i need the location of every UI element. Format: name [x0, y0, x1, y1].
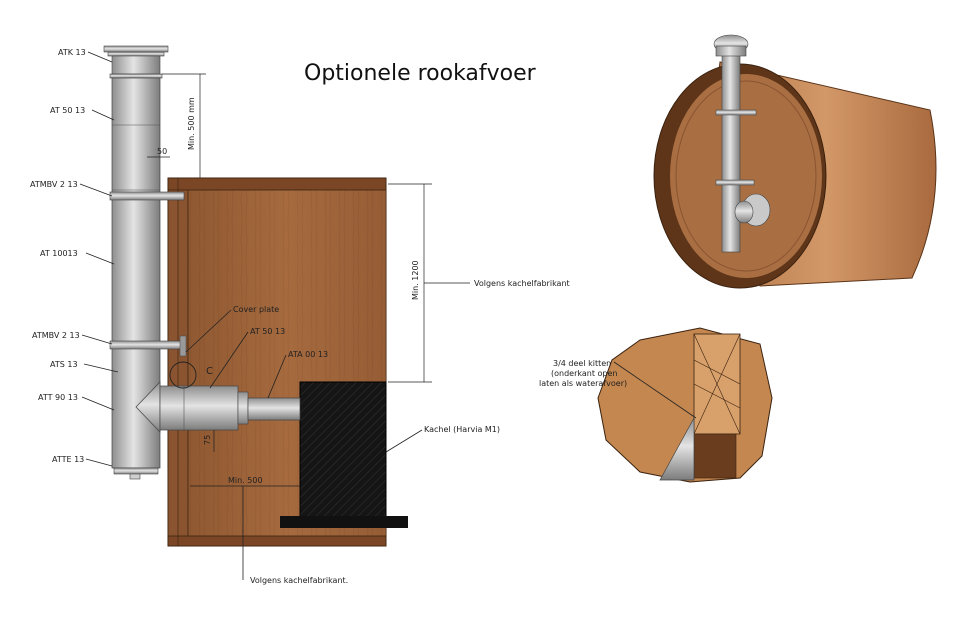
- label-cover-plate: Cover plate: [233, 305, 279, 314]
- barrel-front-face: [670, 74, 822, 278]
- detail-note-line-2: (onderkant open: [551, 369, 617, 378]
- label-ata-00-13: ATA 00 13: [288, 350, 328, 359]
- detail-note-line-3: laten als waterafvoer): [539, 379, 627, 388]
- label-volgens-kachelfabrikant-top: Volgens kachelfabrikant: [474, 279, 570, 288]
- sauna-wall-section: [167, 177, 387, 547]
- right-labels: Volgens kachelfabrikant Kachel (Harvia M…: [242, 279, 570, 585]
- label-ats-13: ATS 13: [50, 360, 78, 369]
- detail-note-line-1: 3/4 deel kitten: [553, 359, 611, 368]
- pipe-ata-adapter: [247, 397, 301, 421]
- barrel-sauna-3d: [653, 34, 937, 289]
- detail-marker-c-circle: [169, 361, 197, 389]
- pipe-labels: ATK 13 AT 50 13 ATMBV 2 13 AT 10013 ATMB…: [30, 48, 119, 467]
- stove-base: [280, 516, 408, 528]
- dim-min-500mm: Min. 500 mm: [187, 97, 196, 150]
- label-volgens-kachelfabrikant-bottom: Volgens kachelfabrikant.: [250, 576, 348, 585]
- barrel-chimney-pipe: [721, 51, 741, 253]
- label-kachel-harvia-m1: Kachel (Harvia M1): [424, 425, 500, 434]
- label-atte-13: ATTE 13: [52, 455, 84, 464]
- dim-min-1200: Min. 1200: [411, 260, 420, 300]
- page-title: Optionele rookafvoer: [304, 61, 537, 86]
- connection-pipes: [135, 361, 301, 433]
- label-atmbv-2-13-top: ATMBV 2 13: [30, 180, 78, 189]
- label-atk-13: ATK 13: [58, 48, 86, 57]
- dim-75: 75: [203, 435, 212, 445]
- dim-min-500: Min. 500: [228, 476, 263, 485]
- detail-pipe-wedge: [659, 417, 695, 481]
- wall-bottom-board: [167, 535, 387, 547]
- chimney-cap: [103, 45, 169, 53]
- label-att-90-13: ATT 90 13: [38, 393, 78, 402]
- detail-wood-block: [693, 433, 737, 479]
- dim-50: 50: [157, 147, 167, 156]
- dimension-lines: Min. 500 mm 50 Min. 1200 75 Min. 500: [147, 73, 432, 487]
- label-at-10013: AT 10013: [40, 249, 78, 258]
- label-c-marker: C: [206, 366, 213, 377]
- wall-bracket-top: [109, 191, 185, 201]
- pipe-at50-horizontal: [159, 385, 239, 431]
- label-at-50-13-inner: AT 50 13: [250, 327, 285, 336]
- inner-labels: Cover plate AT 50 13 ATA 00 13 C: [185, 305, 328, 399]
- label-atmbv-2-13-bottom: ATMBV 2 13: [32, 331, 80, 340]
- stove-body: [299, 381, 387, 523]
- wall-top-board: [167, 177, 387, 191]
- wall-bracket-bottom: [109, 340, 185, 350]
- stove: [280, 381, 408, 528]
- detail-c-sealing: 3/4 deel kitten (onderkant open laten al…: [539, 327, 773, 483]
- label-at-50-13: AT 50 13: [50, 106, 85, 115]
